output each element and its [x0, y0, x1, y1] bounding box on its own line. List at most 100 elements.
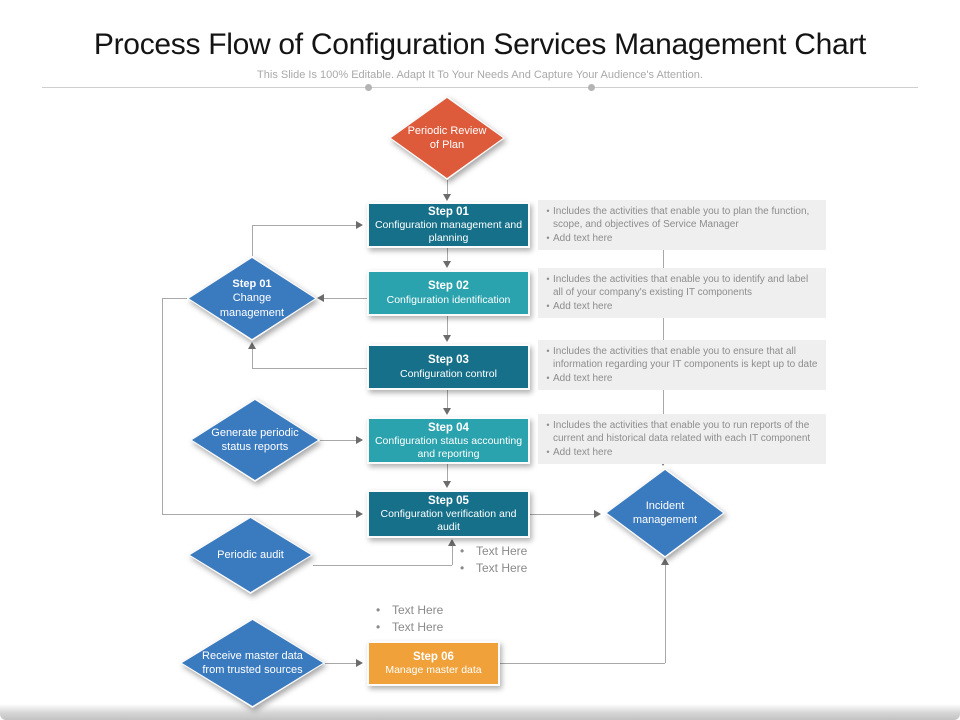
step-label: Step 01	[428, 206, 469, 219]
bullet-icon: •	[546, 300, 550, 311]
connector-line	[530, 514, 599, 515]
bullet-icon: •	[460, 544, 465, 558]
step-title: Configuration verification and audit	[380, 508, 517, 534]
step-label: Step 03	[428, 354, 469, 367]
step-label: Step 04	[428, 421, 469, 434]
connector-line	[447, 464, 448, 484]
step-box-05: Step 05 Configuration verification and a…	[367, 490, 530, 538]
arrowhead-left-icon	[317, 294, 324, 302]
step-box-04: Step 04 Configuration status accounting …	[367, 417, 530, 464]
divider-dot-icon	[365, 84, 372, 91]
step-desc-01: •Includes the activities that enable you…	[538, 200, 826, 251]
arrowhead-down-icon	[443, 335, 451, 342]
arrowhead-down-icon	[443, 194, 451, 201]
bullet-icon: •	[376, 603, 381, 617]
connector-line	[665, 563, 666, 663]
connector-line	[325, 663, 358, 664]
text-here-item: Text Here	[476, 544, 528, 558]
arrowhead-down-icon	[443, 481, 451, 488]
page-title: Process Flow of Configuration Services M…	[93, 28, 867, 61]
step-title: Configuration management and planning	[374, 219, 523, 245]
step-desc-04: •Includes the activities that enable you…	[538, 414, 826, 465]
bullet-icon: •	[546, 206, 550, 216]
step-title: Configuration status accounting and repo…	[374, 434, 523, 460]
connector-line	[252, 368, 367, 369]
bullet-icon: •	[546, 420, 550, 430]
diamond-label: Receive master data from trusted sources	[202, 649, 303, 676]
step-title: Manage master data	[385, 664, 482, 677]
step-title: Configuration control	[400, 367, 497, 380]
step-desc-02: •Includes the activities that enable you…	[538, 268, 826, 319]
diamond-label: Periodic audit	[217, 548, 284, 561]
desc-bullet: Includes the activities that enable you …	[553, 274, 809, 299]
arrowhead-up-icon	[248, 342, 256, 349]
desc-bullet: Includes the activities that enable you …	[553, 346, 818, 371]
connector-line	[313, 565, 452, 566]
diamond-periodic-review: Periodic Review of Plan	[389, 96, 505, 180]
diamond-generate-reports: Generate periodic status reports	[190, 398, 320, 482]
diamond-change-management: Step 01 Change management	[187, 256, 317, 341]
text-here-item: Text Here	[392, 603, 444, 617]
connector-line	[162, 514, 358, 515]
arrowhead-right-icon	[356, 436, 363, 444]
desc-bullet: Add text here	[553, 446, 613, 458]
text-here-item: Text Here	[392, 620, 444, 634]
diamond-step-label: Step 01	[232, 278, 272, 291]
connector-line	[500, 663, 665, 664]
text-here-list: • Text Here • Text Here	[376, 602, 443, 636]
arrowhead-right-icon	[356, 659, 363, 667]
diamond-label: Incident management	[632, 499, 698, 526]
arrowhead-down-icon	[443, 408, 451, 415]
arrowhead-right-icon	[594, 510, 601, 518]
connector-line	[320, 440, 358, 441]
arrowhead-up-icon	[661, 558, 669, 565]
step-title: Configuration identification	[386, 293, 511, 306]
step-label: Step 05	[428, 495, 469, 508]
step-box-06: Step 06 Manage master data	[367, 641, 500, 686]
diamond-label: Periodic Review of Plan	[407, 124, 487, 151]
diamond-label: Step 01 Change management	[187, 256, 317, 341]
bullet-icon: •	[460, 561, 465, 575]
step-desc-03: •Includes the activities that enable you…	[538, 340, 826, 391]
connector-line	[320, 298, 367, 299]
arrowhead-down-icon	[443, 261, 451, 268]
arrowhead-up-icon	[448, 539, 456, 546]
connector-line	[447, 390, 448, 411]
diamond-label: Generate periodic status reports	[211, 426, 299, 453]
desc-bullet: Includes the activities that enable you …	[553, 206, 810, 231]
connector-line	[252, 225, 253, 256]
arrowhead-right-icon	[356, 510, 363, 518]
bullet-icon: •	[546, 232, 550, 243]
bullet-icon: •	[546, 274, 550, 284]
connector-line	[447, 180, 448, 198]
connector-line	[162, 298, 187, 299]
connector-line	[447, 248, 448, 266]
divider-dot-icon	[588, 84, 595, 91]
arrowhead-right-icon	[356, 221, 363, 229]
step-box-02: Step 02 Configuration identification	[367, 270, 530, 316]
step-box-03: Step 03 Configuration control	[367, 344, 530, 390]
desc-bullet: Includes the activities that enable you …	[553, 420, 811, 445]
bullet-icon: •	[376, 620, 381, 634]
desc-bullet: Add text here	[553, 232, 613, 244]
connector-line	[162, 298, 163, 514]
connector-line	[447, 316, 448, 338]
bullet-icon: •	[546, 446, 550, 457]
page-subtitle: This Slide Is 100% Editable. Adapt It To…	[257, 69, 703, 81]
diamond-periodic-audit: Periodic audit	[188, 516, 313, 594]
bullet-icon: •	[546, 346, 550, 356]
connector-line	[452, 545, 453, 565]
connector-line	[252, 225, 358, 226]
diamond-receive-master-data: Receive master data from trusted sources	[180, 618, 325, 708]
desc-bullet: Add text here	[553, 300, 613, 312]
desc-bullet: Add text here	[553, 372, 613, 384]
step-label: Step 06	[413, 650, 454, 663]
diamond-step-title: Change management	[219, 292, 285, 319]
slide-bottom-shadow	[0, 704, 960, 720]
step-label: Step 02	[428, 280, 469, 293]
text-here-item: Text Here	[476, 561, 528, 575]
divider-line	[42, 87, 918, 88]
bullet-icon: •	[546, 372, 550, 383]
text-here-list: • Text Here • Text Here	[460, 543, 527, 577]
